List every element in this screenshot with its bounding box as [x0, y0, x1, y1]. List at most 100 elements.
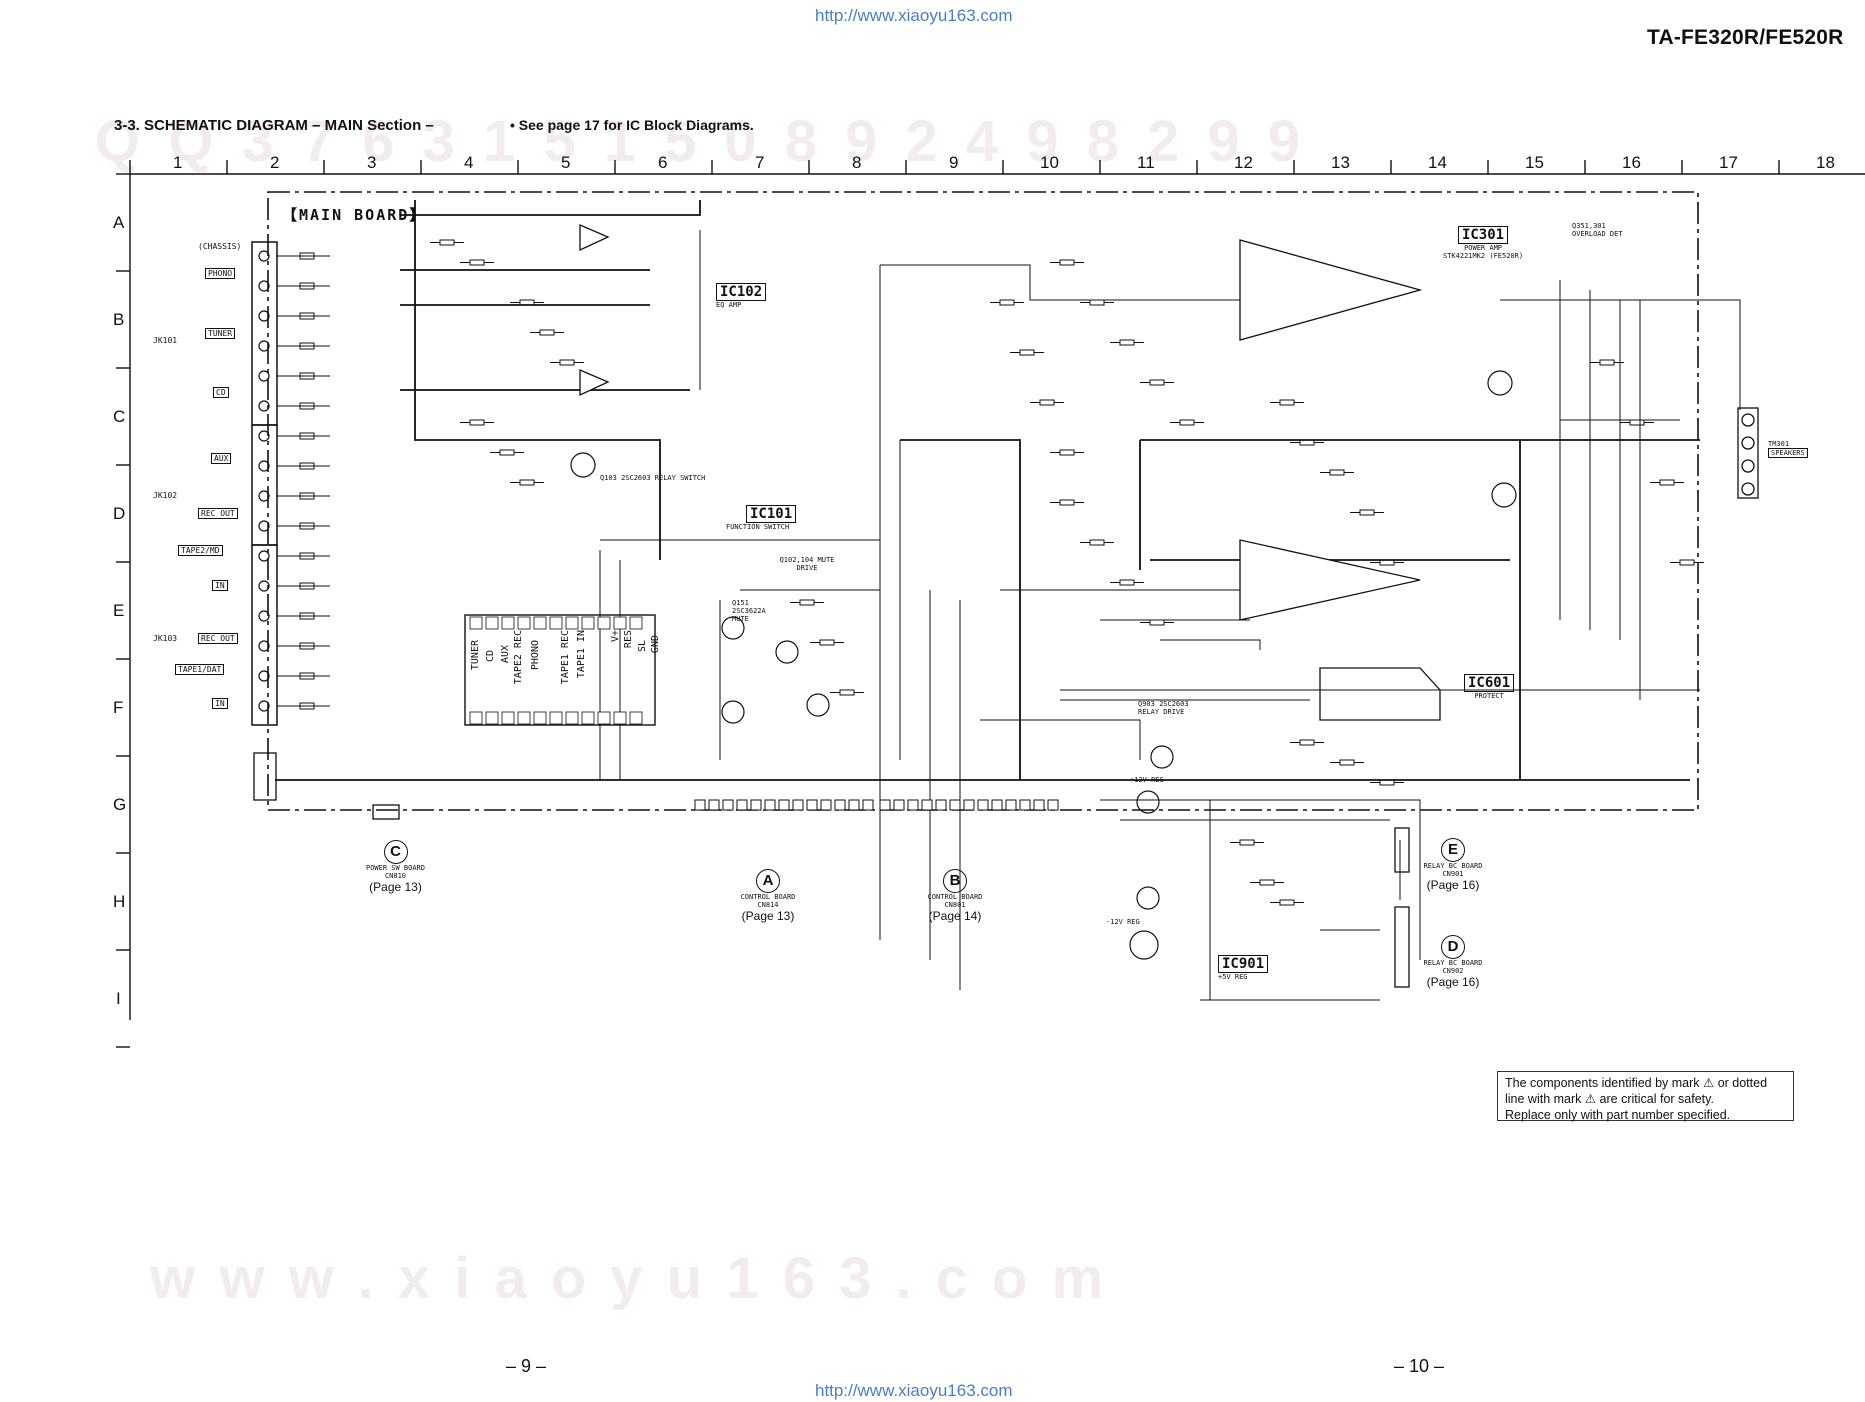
- jack-terminal: [258, 580, 270, 592]
- input-label: PHONO: [205, 268, 236, 279]
- grid-col-label: 13: [1331, 153, 1350, 172]
- page-number-left: – 9 –: [506, 1356, 547, 1376]
- ic101-pin-name: TAPE1 REC: [560, 630, 571, 685]
- connector-pin: [1033, 799, 1045, 811]
- ic101-pin-name: TAPE1 IN: [576, 630, 587, 679]
- ic101-pin: [629, 616, 643, 630]
- input-label: TAPE1/DAT: [175, 664, 225, 675]
- ic601-label: IC601 PROTECT: [1464, 672, 1515, 700]
- grid-row-label: E: [113, 601, 125, 620]
- connector-pin: [907, 799, 919, 811]
- connector-pin: [921, 799, 933, 811]
- connector-b: B CONTROL BOARD CN801 (Page 14): [910, 869, 1000, 923]
- grid-col-label: 1: [173, 153, 183, 172]
- connector-pin: [694, 799, 706, 811]
- component-mark: [999, 299, 1015, 306]
- top-url-link[interactable]: http://www.xiaoyu163.com: [815, 6, 1013, 25]
- component-mark: [1089, 299, 1105, 306]
- ic101-body: [464, 614, 656, 726]
- safety-note-line: line with mark ⚠ are critical for safety…: [1505, 1092, 1714, 1106]
- component-mark: [1119, 579, 1135, 586]
- input-resistor: [299, 342, 315, 350]
- ic101-pin: [485, 711, 499, 725]
- grid-col-label: 12: [1234, 153, 1253, 172]
- connector-pin: [1019, 799, 1031, 811]
- connector-pin: [722, 799, 734, 811]
- connector-a-title: CONTROL BOARD: [740, 893, 796, 901]
- connector-c-page: (Page 13): [369, 880, 422, 894]
- connector-pin: [893, 799, 905, 811]
- ic101-pin: [469, 616, 483, 630]
- connector-pin: [834, 799, 846, 811]
- input-resistor: [299, 312, 315, 320]
- input-resistor: [299, 582, 315, 590]
- component-mark: [559, 359, 575, 366]
- jack-terminal: [258, 640, 270, 652]
- connector-pin: [708, 799, 720, 811]
- ic101-pin: [517, 616, 531, 630]
- connector-pin: [750, 799, 762, 811]
- ic101-pin: [597, 616, 611, 630]
- input-resistor: [299, 492, 315, 500]
- ic101-pin-name: GND: [650, 635, 661, 654]
- ic101-pin: [517, 711, 531, 725]
- grid-row-label: C: [113, 407, 126, 426]
- grid-col-label: 18: [1816, 153, 1835, 172]
- component-mark: [1179, 419, 1195, 426]
- ic101-pin: [581, 616, 595, 630]
- input-label: IN: [212, 580, 228, 591]
- grid-ruler-ticks: [116, 160, 1780, 1048]
- grid-row-label: D: [113, 504, 126, 523]
- jack-terminal: [258, 430, 270, 442]
- ic101-pin-numbers: [469, 616, 643, 725]
- jack-terminal: [258, 670, 270, 682]
- reg-neg12v-label: -12V REG: [1106, 918, 1140, 926]
- connector-pin: [879, 799, 891, 811]
- component-mark: [1339, 759, 1355, 766]
- grid-col-label: 3: [367, 153, 377, 172]
- ic101-name: IC101: [746, 505, 797, 523]
- ic101-pin: [549, 711, 563, 725]
- input-resistor: [299, 612, 315, 620]
- input-wires: [277, 252, 330, 710]
- ic101-pin: [597, 711, 611, 725]
- grid-col-label: 6: [658, 153, 668, 172]
- ic301-label: IC301 POWER AMP STK4221MK2 (FE520R): [1443, 224, 1523, 260]
- connector-strips: [694, 799, 1059, 811]
- jack-terminal: [258, 340, 270, 352]
- input-label: REC OUT: [198, 633, 238, 644]
- connector-pin: [764, 799, 776, 811]
- ic101-pin: [549, 616, 563, 630]
- component-mark: [1089, 539, 1105, 546]
- section-title: 3-3. SCHEMATIC DIAGRAM – MAIN Section –: [114, 117, 434, 134]
- connector-e-title: RELAY BC BOARD: [1423, 862, 1483, 870]
- ic101-pin: [501, 616, 515, 630]
- connector-a: A CONTROL BOARD CN814 (Page 13): [723, 869, 813, 923]
- bottom-url-link[interactable]: http://www.xiaoyu163.com: [815, 1381, 1013, 1400]
- section-note: • See page 17 for IC Block Diagrams.: [510, 117, 754, 133]
- ic101-pin: [581, 711, 595, 725]
- connector-pin: [963, 799, 975, 811]
- ic101-pin-name: V+: [610, 630, 621, 643]
- ic301-name: IC301: [1457, 226, 1509, 244]
- grid-col-label: 11: [1137, 153, 1155, 172]
- input-resistor: [299, 252, 315, 260]
- ic101-pin: [485, 616, 499, 630]
- connector-b-letter: B: [943, 869, 967, 893]
- jack-terminal: [258, 400, 270, 412]
- ic101-pin-name: PHONO: [530, 640, 541, 671]
- component-mark: [1279, 399, 1295, 406]
- input-label: CD: [213, 387, 229, 398]
- connector-pin: [736, 799, 748, 811]
- component-mark: [1259, 879, 1275, 886]
- component-mark: [1629, 419, 1645, 426]
- input-resistor: [299, 642, 315, 650]
- grid-col-label: 14: [1428, 153, 1447, 172]
- main-board-label: 【MAIN BOARD】: [282, 206, 427, 224]
- grid-col-label: 7: [755, 153, 765, 172]
- ic101-pin-name: CD: [485, 650, 496, 663]
- component-mark: [1019, 349, 1035, 356]
- reg-12v-label: +12V REG: [1130, 776, 1164, 784]
- speaker-terminal: [1737, 407, 1759, 499]
